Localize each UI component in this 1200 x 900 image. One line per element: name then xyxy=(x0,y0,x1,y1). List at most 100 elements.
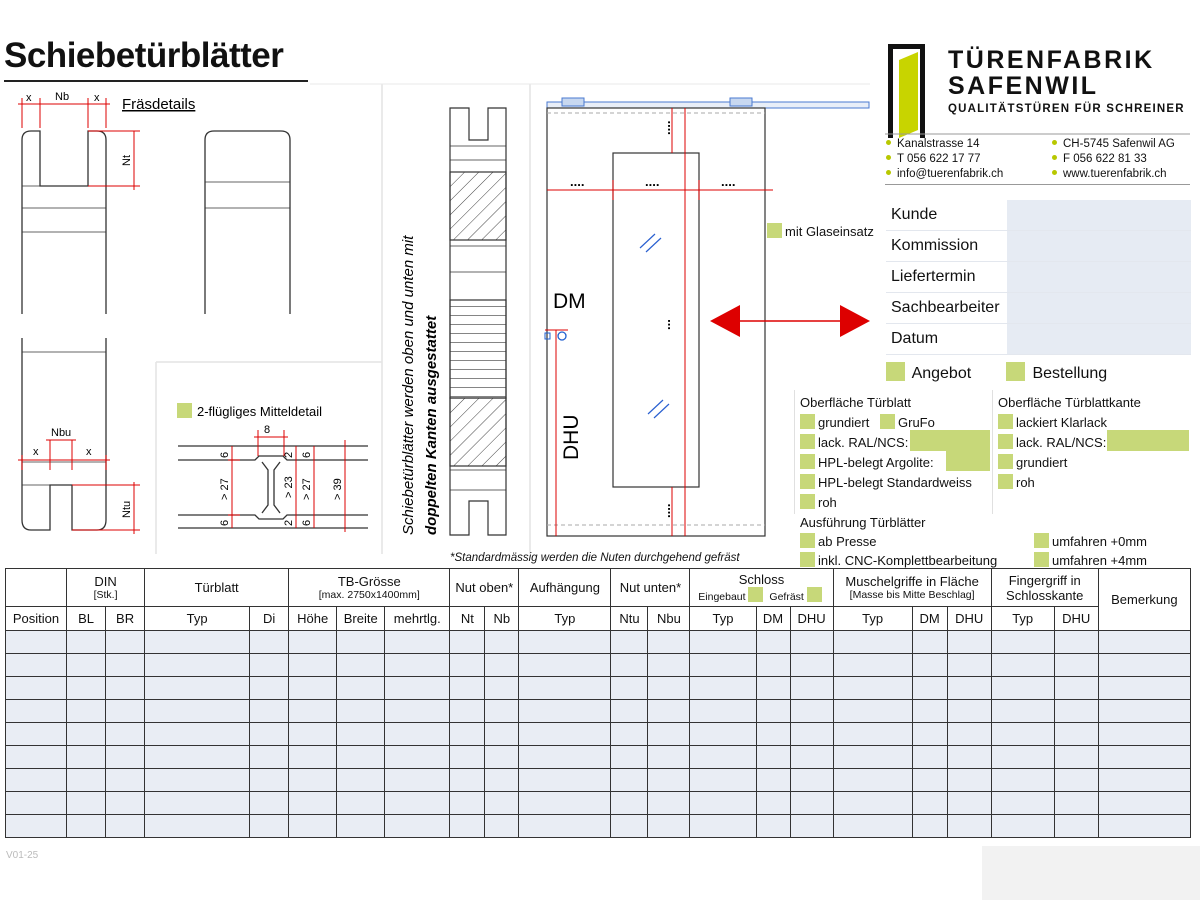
table-cell[interactable] xyxy=(449,768,486,792)
table-cell[interactable] xyxy=(518,768,612,792)
table-cell[interactable] xyxy=(990,768,1055,792)
table-cell[interactable] xyxy=(336,653,386,677)
table-cell[interactable] xyxy=(288,745,338,769)
table-cell[interactable] xyxy=(518,814,612,838)
ok-lack[interactable]: lack. RAL/NCS: xyxy=(998,434,1106,450)
table-cell[interactable] xyxy=(610,768,649,792)
table-cell[interactable] xyxy=(66,699,107,723)
mitteldetail-checkbox[interactable] xyxy=(177,403,192,418)
table-cell[interactable] xyxy=(832,745,913,769)
table-cell[interactable] xyxy=(449,653,486,677)
table-cell[interactable] xyxy=(449,791,486,815)
table-cell[interactable] xyxy=(484,814,520,838)
glaseinsatz-option[interactable]: mit Glaseinsatz xyxy=(767,223,874,239)
table-cell[interactable] xyxy=(4,699,68,723)
table-cell[interactable] xyxy=(946,745,992,769)
table-cell[interactable] xyxy=(144,676,251,700)
table-cell[interactable] xyxy=(1053,699,1099,723)
table-cell[interactable] xyxy=(449,699,486,723)
table-cell[interactable] xyxy=(66,745,107,769)
table-cell[interactable] xyxy=(384,699,451,723)
ok-lack-checkbox[interactable] xyxy=(998,434,1013,449)
table-cell[interactable] xyxy=(484,676,520,700)
table-cell[interactable] xyxy=(105,653,146,677)
table-cell[interactable] xyxy=(789,768,834,792)
table-cell[interactable] xyxy=(832,814,913,838)
table-cell[interactable] xyxy=(484,653,520,677)
table-cell[interactable] xyxy=(384,722,451,746)
table-cell[interactable] xyxy=(484,745,520,769)
table-cell[interactable] xyxy=(911,791,948,815)
table-cell[interactable] xyxy=(689,722,757,746)
table-cell[interactable] xyxy=(1053,676,1099,700)
table-cell[interactable] xyxy=(610,745,649,769)
au-umfahren-0[interactable]: umfahren +0mm xyxy=(1034,533,1147,549)
table-cell[interactable] xyxy=(1053,745,1099,769)
table-cell[interactable] xyxy=(249,768,290,792)
schloss-gefraest-checkbox[interactable] xyxy=(806,587,822,602)
table-cell[interactable] xyxy=(1053,814,1099,838)
table-cell[interactable] xyxy=(1097,814,1192,838)
table-cell[interactable] xyxy=(946,791,992,815)
table-cell[interactable] xyxy=(647,722,691,746)
table-cell[interactable] xyxy=(384,768,451,792)
ob-hpl-argolite[interactable]: HPL-belegt Argolite: xyxy=(800,454,934,470)
au-cnc-checkbox[interactable] xyxy=(800,552,815,567)
table-cell[interactable] xyxy=(336,699,386,723)
table-cell[interactable] xyxy=(66,630,107,654)
table-cell[interactable] xyxy=(66,768,107,792)
ob-grundiert[interactable]: grundiert xyxy=(800,414,869,430)
table-cell[interactable] xyxy=(449,722,486,746)
table-cell[interactable] xyxy=(647,699,691,723)
table-cell[interactable] xyxy=(288,630,338,654)
table-cell[interactable] xyxy=(832,791,913,815)
table-cell[interactable] xyxy=(789,676,834,700)
table-cell[interactable] xyxy=(4,814,68,838)
table-cell[interactable] xyxy=(789,745,834,769)
table-cell[interactable] xyxy=(647,745,691,769)
table-cell[interactable] xyxy=(105,814,146,838)
table-cell[interactable] xyxy=(946,699,992,723)
table-cell[interactable] xyxy=(911,699,948,723)
table-cell[interactable] xyxy=(336,630,386,654)
ob-roh-checkbox[interactable] xyxy=(800,494,815,509)
table-cell[interactable] xyxy=(66,676,107,700)
table-cell[interactable] xyxy=(911,676,948,700)
table-cell[interactable] xyxy=(689,791,757,815)
table-cell[interactable] xyxy=(518,722,612,746)
table-cell[interactable] xyxy=(755,722,791,746)
table-cell[interactable] xyxy=(610,699,649,723)
table-cell[interactable] xyxy=(1097,768,1192,792)
table-cell[interactable] xyxy=(1053,768,1099,792)
table-cell[interactable] xyxy=(1053,630,1099,654)
table-cell[interactable] xyxy=(144,630,251,654)
table-cell[interactable] xyxy=(1053,791,1099,815)
table-cell[interactable] xyxy=(689,814,757,838)
table-cell[interactable] xyxy=(484,630,520,654)
table-cell[interactable] xyxy=(144,814,251,838)
table-cell[interactable] xyxy=(449,630,486,654)
table-cell[interactable] xyxy=(689,630,757,654)
table-cell[interactable] xyxy=(105,630,146,654)
au-presse-checkbox[interactable] xyxy=(800,533,815,548)
table-cell[interactable] xyxy=(144,699,251,723)
angebot-option[interactable]: Angebot xyxy=(886,362,971,383)
table-cell[interactable] xyxy=(689,699,757,723)
ob-lack-field[interactable] xyxy=(910,430,990,451)
table-cell[interactable] xyxy=(610,653,649,677)
table-cell[interactable] xyxy=(990,699,1055,723)
table-cell[interactable] xyxy=(4,722,68,746)
table-cell[interactable] xyxy=(144,745,251,769)
table-cell[interactable] xyxy=(288,768,338,792)
au-umfahren-4-checkbox[interactable] xyxy=(1034,552,1049,567)
table-cell[interactable] xyxy=(832,699,913,723)
table-cell[interactable] xyxy=(249,722,290,746)
table-cell[interactable] xyxy=(1097,745,1192,769)
table-cell[interactable] xyxy=(4,768,68,792)
table-cell[interactable] xyxy=(249,676,290,700)
bestellung-option[interactable]: Bestellung xyxy=(1006,362,1107,383)
table-cell[interactable] xyxy=(789,814,834,838)
table-cell[interactable] xyxy=(484,791,520,815)
table-cell[interactable] xyxy=(647,653,691,677)
table-cell[interactable] xyxy=(946,814,992,838)
